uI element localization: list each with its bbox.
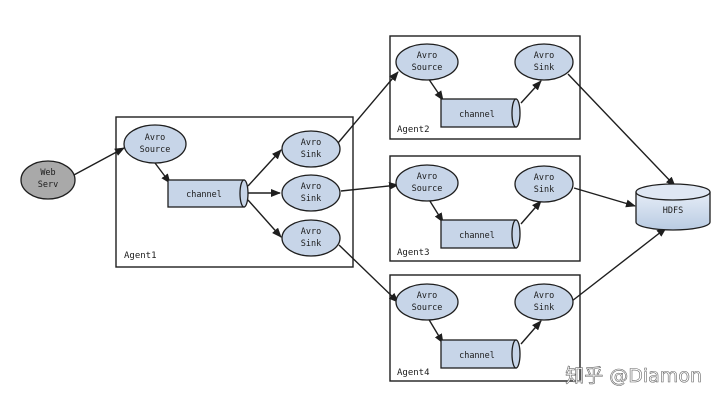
agent1-channel-label: channel [186, 190, 222, 200]
edge-a4-source-to-channel [427, 317, 444, 344]
agent2-source-line1: Avro [417, 51, 437, 61]
agent2-label: Agent2 [397, 125, 430, 135]
edge-a3-channel-to-sink [520, 200, 542, 225]
edge-a1-channel-to-sink1 [247, 149, 282, 187]
agent3-box: Agent3 [389, 155, 581, 262]
agent1-sink-1-line1: Avro [301, 138, 321, 148]
agent3-sink-line2: Sink [534, 185, 554, 195]
agent3-sink-node: Avro Sink [514, 165, 574, 203]
agent1-sink-3-line1: Avro [301, 227, 321, 237]
edge-a3-source-to-channel [427, 197, 444, 223]
agent2-channel-label: channel [459, 110, 495, 120]
hdfs-node: HDFS [635, 183, 711, 231]
agent3-label: Agent3 [397, 248, 430, 258]
agent1-channel-node: channel [167, 179, 249, 208]
agent3-source-line2: Source [412, 184, 443, 194]
agent4-source-line1: Avro [417, 291, 437, 301]
agent1-source-line2: Source [140, 145, 171, 155]
edge-a4-channel-to-sink [520, 320, 542, 345]
agent3-source-line1: Avro [417, 172, 437, 182]
edge-a1-sink2-to-a3 [340, 181, 399, 192]
edge-a2-channel-to-sink [520, 80, 542, 104]
agent1-sink-3-line2: Sink [301, 239, 321, 249]
agent2-channel-node: channel [440, 98, 521, 128]
agent1-sink-1-line2: Sink [301, 150, 321, 160]
edges [71, 71, 676, 345]
agent2-sink-node: Avro Sink [514, 43, 574, 81]
agent1-sink-2-node: Avro Sink [281, 174, 341, 212]
web-serv-label-line2: Serv [38, 180, 58, 190]
agent2-source-line2: Source [412, 63, 443, 73]
agent1-sink-2-line1: Avro [301, 182, 321, 192]
agent1-label: Agent1 [124, 251, 157, 261]
agent1-sink-2-line2: Sink [301, 194, 321, 204]
agent4-channel-label: channel [459, 351, 495, 361]
agent3-source-node: Avro Source [395, 164, 459, 202]
agent4-source-node: Avro Source [395, 283, 459, 321]
web-serv-label-line1: Web [40, 168, 55, 178]
agent2-source-node: Avro Source [395, 43, 459, 81]
agent3-channel-label: channel [459, 231, 495, 241]
agent4-sink-node: Avro Sink [514, 283, 574, 321]
agent4-sink-line2: Sink [534, 303, 554, 313]
agent2-sink-line2: Sink [534, 63, 554, 73]
agent1-sink-3-node: Avro Sink [281, 219, 341, 257]
agent1-box: Agent1 [115, 116, 354, 268]
edge-a3-sink-to-hdfs [573, 187, 636, 208]
edge-a1-sink1-to-a2 [337, 71, 399, 144]
agent4-label: Agent4 [397, 368, 430, 378]
agent3-channel-node: channel [440, 219, 521, 249]
agent2-sink-line1: Avro [534, 51, 554, 61]
agent1-source-line1: Avro [145, 133, 165, 143]
watermark-text: 知乎 @Diamon [565, 365, 702, 387]
web-serv-node: Web Serv [20, 160, 76, 200]
edge-a2-source-to-channel [427, 77, 444, 101]
edge-a1-channel-to-sink3 [247, 199, 282, 238]
agent4-sink-line1: Avro [534, 291, 554, 301]
agent4-box: Agent4 [389, 274, 581, 382]
hdfs-label: HDFS [663, 206, 683, 216]
edge-webserv-to-source [71, 147, 125, 177]
agent1-sink-1-node: Avro Sink [281, 130, 341, 168]
agent4-source-line2: Source [412, 303, 443, 313]
edge-a1-sink3-to-a4 [338, 244, 399, 303]
agent1-source-node: Avro Source [123, 124, 187, 164]
agent3-sink-line1: Avro [534, 173, 554, 183]
edge-a2-sink-to-hdfs [567, 73, 676, 187]
edge-a4-sink-to-hdfs [571, 227, 667, 302]
agent4-channel-node: channel [440, 339, 521, 369]
